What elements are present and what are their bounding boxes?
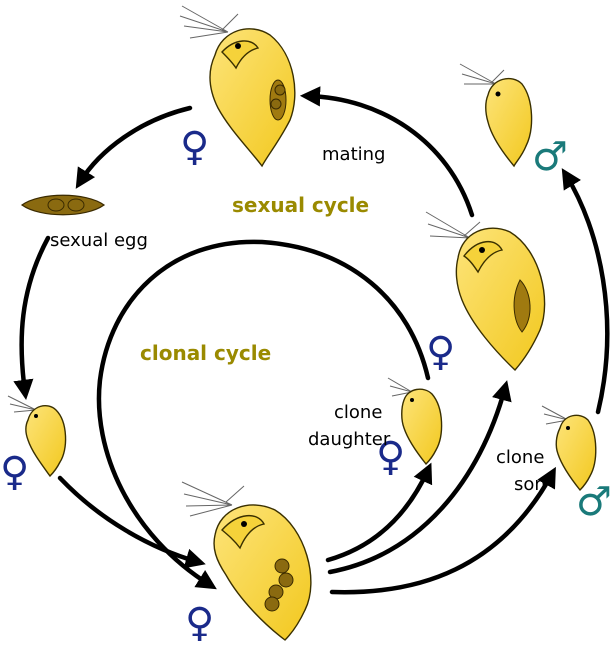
label-clone-son-line1: clone — [496, 447, 544, 468]
female-symbol-mother: ♀ — [185, 600, 214, 646]
sexual-egg — [20, 194, 106, 216]
daphnia-clone-son — [541, 405, 597, 492]
daphnia-male-top — [459, 63, 533, 168]
daphnia-female-large — [425, 211, 546, 372]
daphnia-clone-daughter — [387, 377, 443, 466]
label-mating: mating — [322, 144, 385, 165]
daphnia-female-top — [179, 5, 296, 168]
label-clone-daughter-line2: daughter — [308, 429, 391, 450]
label-clone-son-line2: son — [514, 474, 546, 495]
female-symbol-small: ♀ — [0, 449, 29, 495]
male-symbol-top: ♂ — [532, 134, 568, 180]
male-symbol-son: ♂ — [576, 479, 612, 525]
label-clonal-cycle: clonal cycle — [140, 341, 271, 365]
label-sexual-cycle: sexual cycle — [232, 193, 369, 217]
arrow-to-clone-daughter — [325, 462, 433, 563]
arrow-son-to-male — [561, 168, 610, 415]
arrow-mating — [299, 86, 475, 218]
daphnia-female-small — [7, 395, 67, 478]
arrow-clonal-cycle — [96, 239, 431, 590]
label-sexual-egg: sexual egg — [50, 230, 148, 251]
female-symbol-daughter: ♀ — [376, 434, 405, 480]
daphnia-female-mother — [181, 481, 312, 641]
arrow-to-clone-son — [329, 466, 556, 595]
arrow-to-large-female — [327, 380, 512, 575]
label-clone-daughter-line1: clone — [334, 402, 382, 423]
arrow-egg-to-female — [13, 235, 51, 401]
arrow-female-to-egg — [75, 105, 193, 189]
female-symbol-top: ♀ — [180, 124, 209, 170]
female-symbol-right: ♀ — [426, 329, 455, 375]
arrow-small-female-to-mother — [57, 475, 206, 569]
